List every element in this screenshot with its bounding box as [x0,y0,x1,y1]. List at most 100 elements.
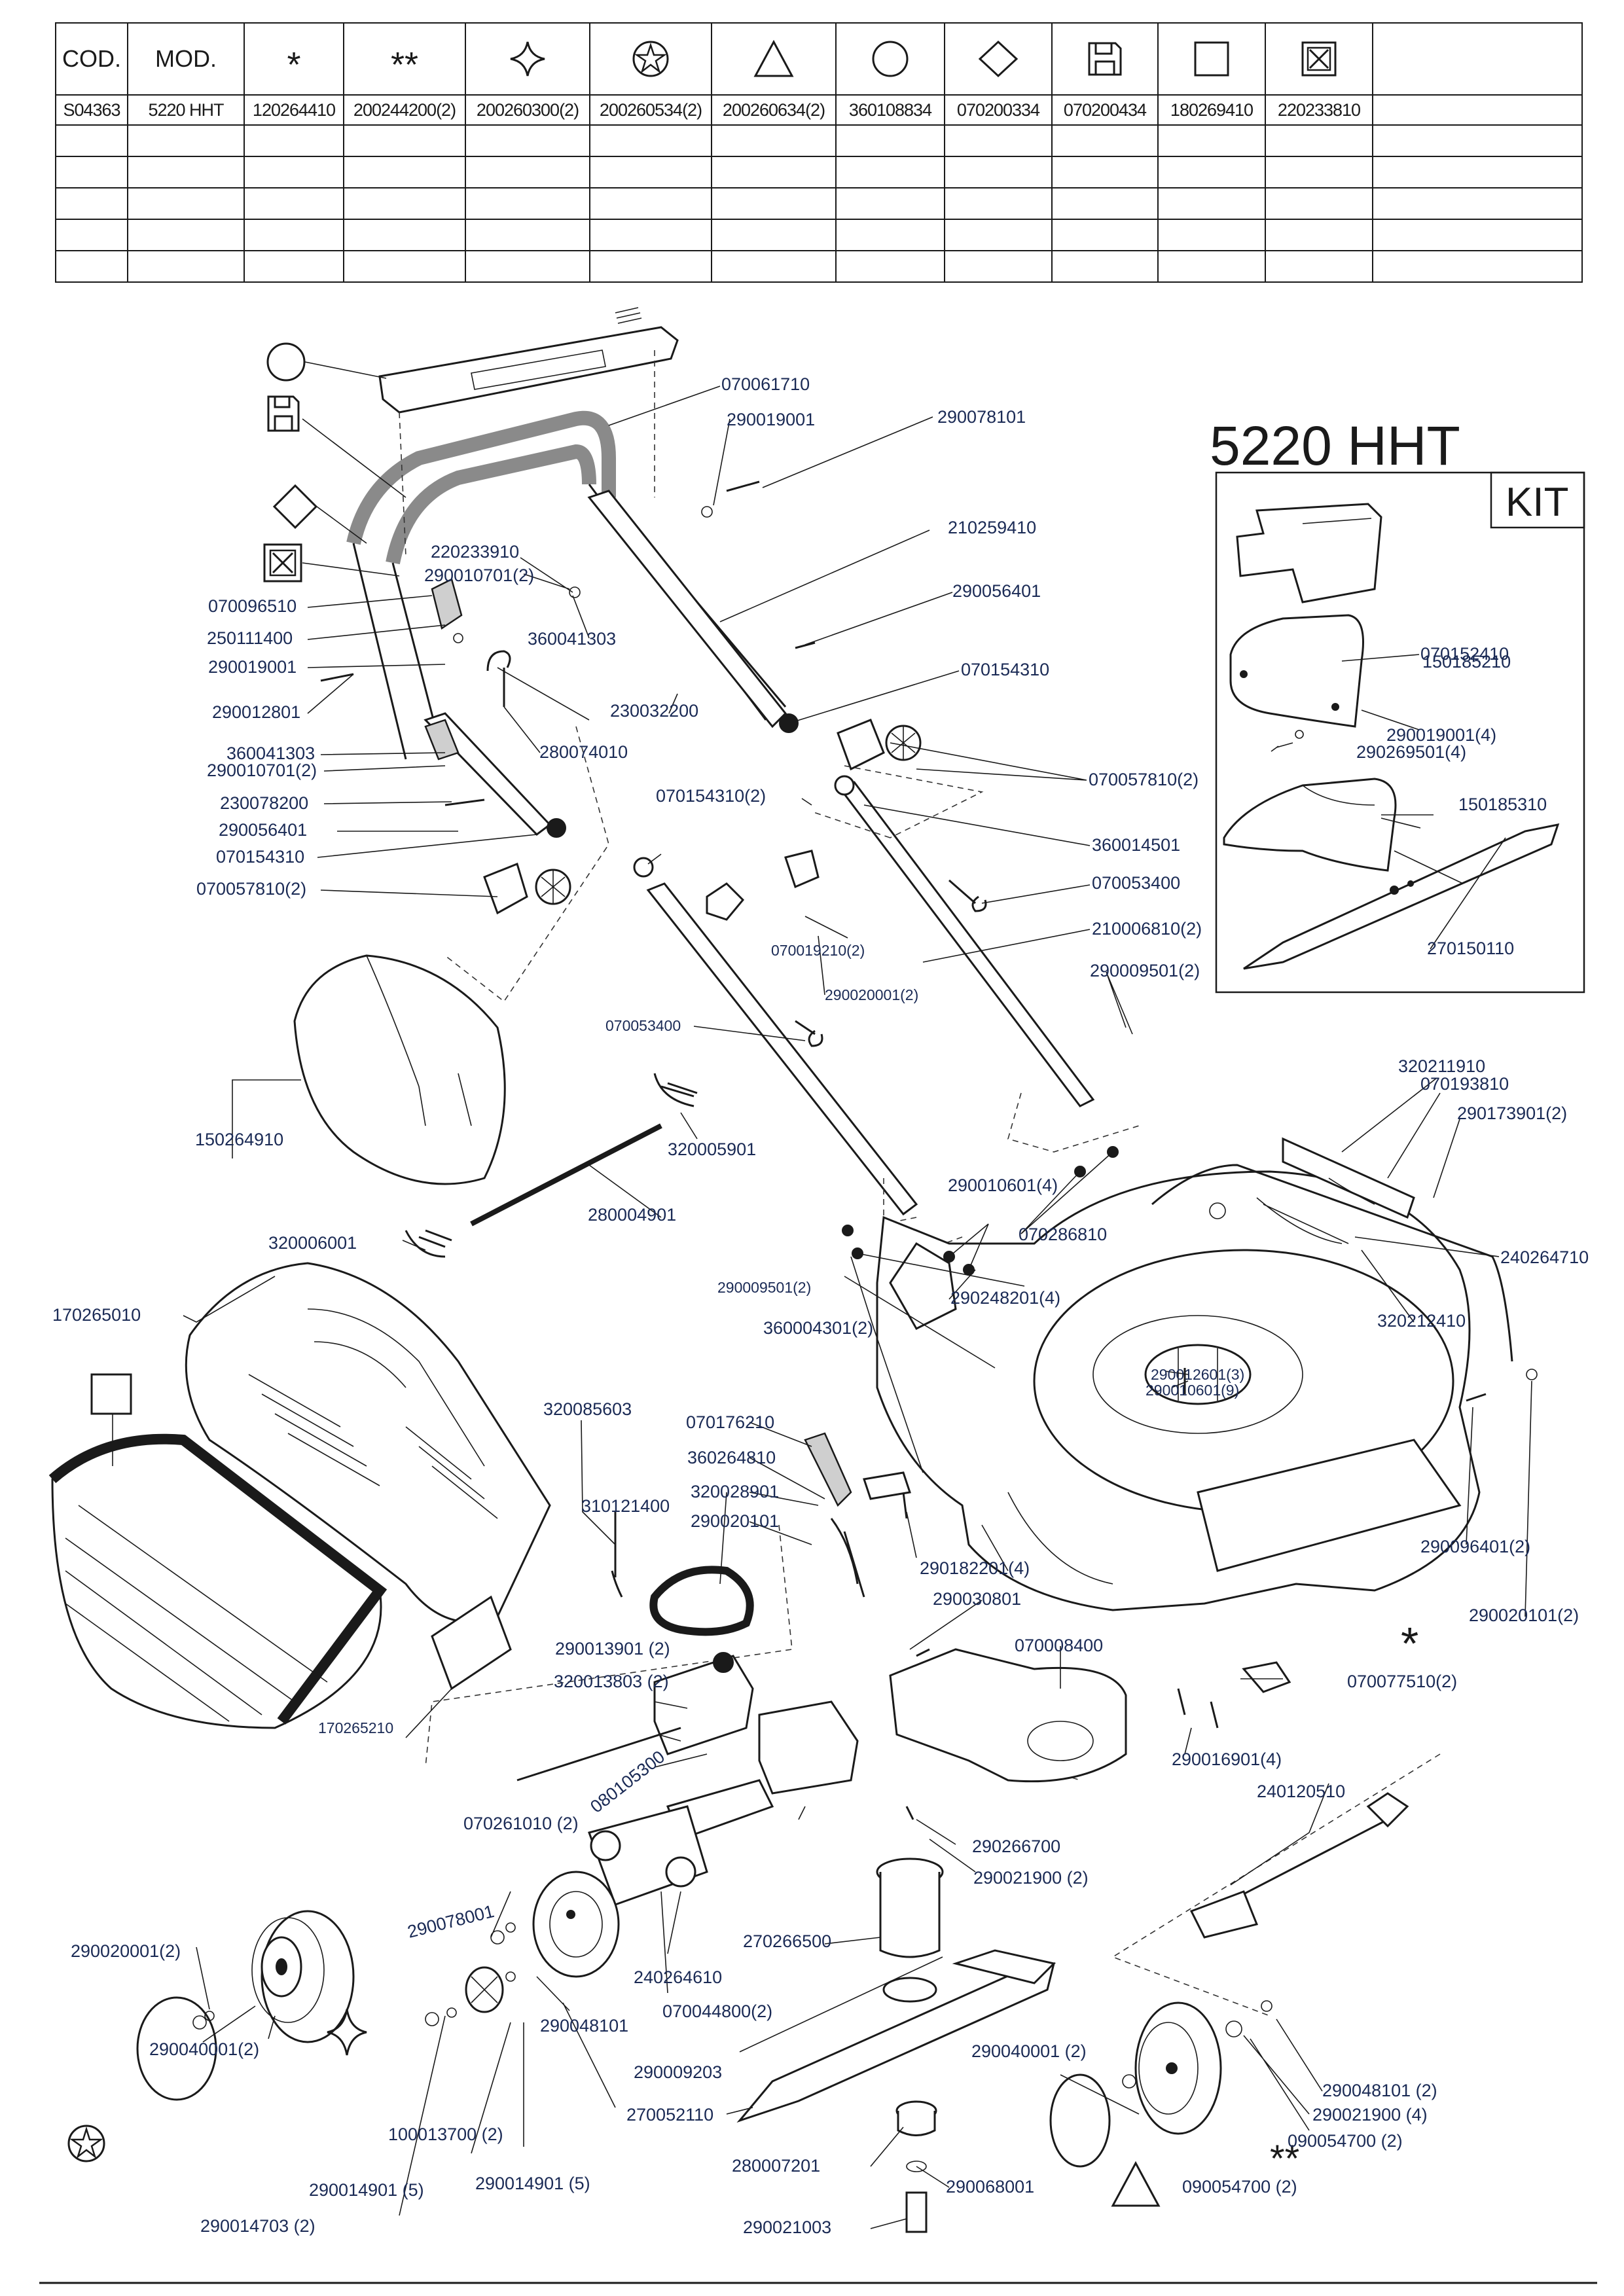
handle-knobs-upper [779,713,922,771]
cell-triangle: 200260634(2) [711,94,837,126]
part-label: 290056401 [952,581,1041,601]
kit-blade [1243,823,1560,970]
drive-clip [1177,1661,1291,1729]
part-label: 290016901(4) [1172,1749,1282,1769]
part-label: 360041303 [226,744,315,763]
part-label: 290020001(2) [825,986,918,1003]
header-crossbox [1265,22,1373,96]
mower-blade [736,1949,1056,2123]
part-label: 070286810 [1019,1225,1107,1244]
part-label: 290013901 (2) [555,1639,670,1659]
grass-bag-frame [185,1262,551,1623]
rear-flap [293,954,506,1185]
part-label: 280004901 [588,1205,676,1225]
square-icon [1194,41,1229,77]
header-blank [1372,22,1583,96]
rear-wheel-rod [1189,1792,1409,1939]
part-label: 320013803 (2) [554,1672,669,1691]
cell-diamond: 070200334 [944,94,1053,126]
diamond-icon [272,484,318,529]
part-label: 070077510(2) [1347,1672,1457,1691]
header-double-star: ** [343,22,466,96]
part-label: 090054700 (2) [1288,2131,1403,2151]
part-label: 290012801 [212,702,300,722]
model-title: 5220 HHT [1210,415,1460,476]
header-mod: MOD. [127,22,245,96]
part-label: 230078200 [220,793,308,813]
table-row [55,219,1583,251]
double-star-marker: ** [1270,2138,1299,2180]
part-label: 290009501(2) [717,1279,811,1296]
flap-springs-and-rod [405,1073,698,1258]
star-in-circle-icon [67,2125,105,2162]
model-parts-table: COD. MOD. * ** [55,22,1583,283]
part-label: 070193810 [1420,1074,1509,1094]
part-label: 290040001(2) [149,2039,259,2059]
grass-bag-cloth [48,1433,388,1729]
part-label: 070057810(2) [196,879,306,899]
part-label: 290010601(4) [948,1175,1058,1195]
part-label: 070053400 [605,1017,681,1034]
cell-cod: S04363 [55,94,128,126]
part-label: 070008400 [1015,1636,1103,1655]
part-label: 290021900 (4) [1312,2105,1428,2125]
triangle-icon [1111,2161,1161,2207]
rear-axle-bar [1151,1137,1513,1362]
mower-deck [876,1170,1481,1611]
part-label: 290020101(2) [1469,1605,1579,1625]
part-label: 070176210 [686,1412,774,1432]
cell-blank [1372,94,1583,126]
part-labels: 070061710 290019001 290078101 210259410 … [52,374,1589,2237]
table-header-row: COD. MOD. * ** [55,22,1583,96]
part-label: 220233910 [431,542,519,562]
rear-left-wheel [490,1871,620,1978]
bag-square-marker-icon [90,1373,132,1415]
part-label: 290020101 [691,1511,779,1531]
leader-lines [183,361,1532,2229]
part-label: 270150110 [1427,939,1514,958]
part-label: 290040001 (2) [971,2041,1087,2061]
part-label: 290021900 (2) [973,1868,1089,1888]
part-label: 150185210 [1422,652,1511,672]
lower-handle-rod-right [784,775,1095,1107]
handle-knobs-lower [483,818,571,915]
part-label: 080105300 [586,1747,668,1817]
part-label: 320005901 [668,1139,756,1159]
part-label: 210006810(2) [1092,919,1202,939]
part-label: 290019001 [727,410,815,429]
handle-symbol-markers [263,342,318,583]
part-label: 170265010 [52,1305,141,1325]
part-label: 290078101 [937,407,1026,427]
part-label: 320006001 [268,1233,357,1253]
part-label: 070154310(2) [656,786,766,806]
height-adjust-plate [804,1242,957,1598]
part-label: 360014501 [1092,835,1180,855]
header-diamond [944,22,1053,96]
wheel-symbol-markers: ** * [67,1618,1418,2207]
part-label: 070261010 (2) [463,1814,579,1833]
part-label: 360041303 [528,629,616,649]
part-label: 290014703 (2) [200,2216,316,2236]
blade-bolt-stack [895,2100,937,2233]
handle-levers [424,578,511,761]
part-label: 070053400 [1092,873,1180,893]
part-label: 240120510 [1257,1782,1345,1801]
kit-deflector [1229,614,1364,752]
single-star-marker: * [1401,1618,1418,1669]
header-cod: COD. [55,22,128,96]
rear-right-wheel [1122,2000,1272,2135]
part-label: 270052110 [626,2105,713,2125]
part-label: 090054700 (2) [1182,2177,1297,2197]
front-left-wheel [251,1910,355,2043]
kit-mulching-plug [1236,503,1382,603]
part-label: 290266700 [972,1837,1060,1856]
kit-label-box [1490,471,1585,529]
part-label: 240264710 [1500,1247,1589,1267]
part-label: 360004301(2) [763,1318,873,1338]
part-label: 290010601(9) [1146,1382,1239,1399]
cell-square: 180269410 [1157,94,1266,126]
bolts-handle [320,480,816,806]
part-label: 150264910 [195,1130,283,1149]
part-label: 290096401(2) [1420,1537,1530,1556]
